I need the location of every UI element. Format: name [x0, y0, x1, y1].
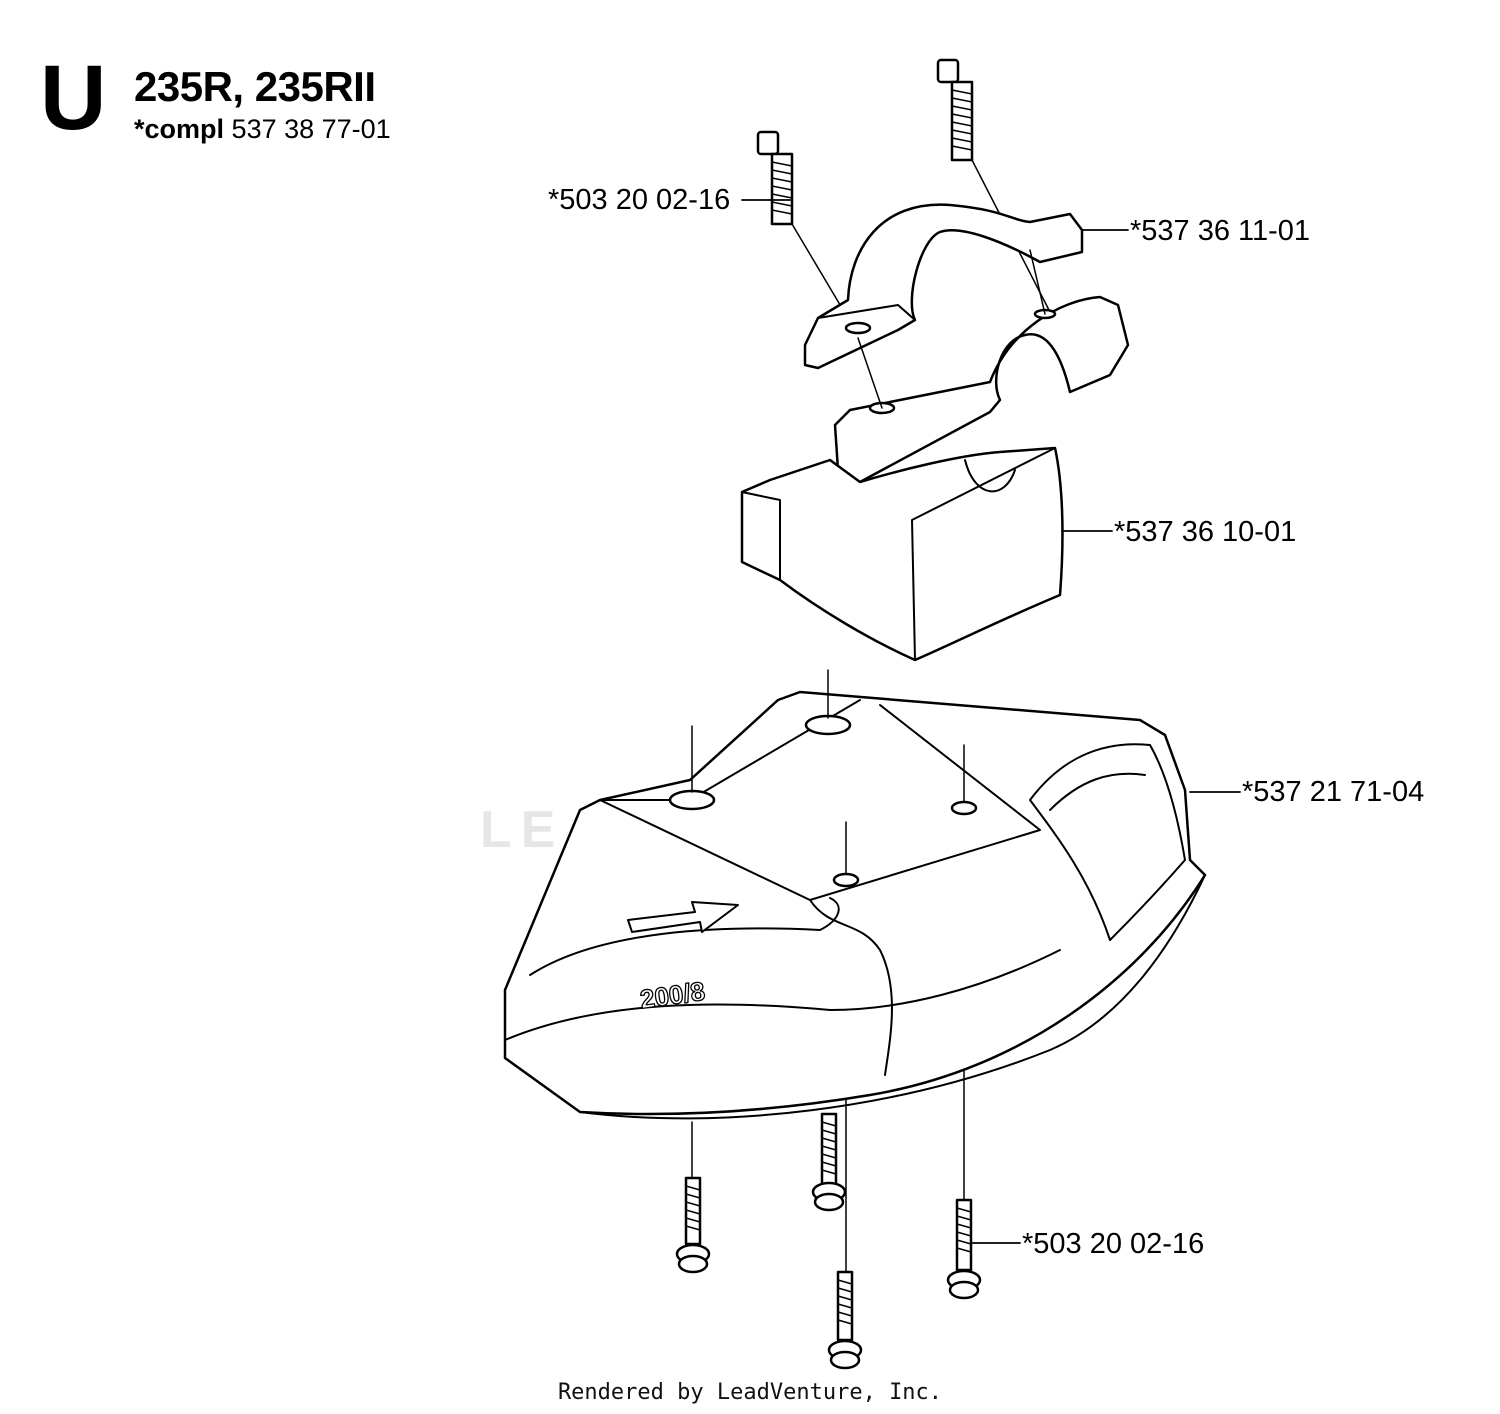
bottom-screw-1	[675, 1121, 711, 1274]
trimmer-guard	[503, 669, 1207, 1120]
clamp-bracket	[740, 249, 1130, 662]
callout-bottom-screw: *503 20 02-16	[1022, 1228, 1205, 1260]
top-screw-left	[756, 130, 856, 331]
upper-clamp	[803, 203, 1084, 370]
model-title: 235R, 235RII	[134, 63, 376, 110]
leader-lines	[741, 199, 1241, 1244]
section-letter: U	[40, 47, 107, 149]
callout-guard: *537 21 71-04	[1242, 776, 1425, 808]
kit-part-number: 537 38 77-01	[231, 114, 391, 144]
footer-credit: Rendered by LeadVenture, Inc.	[557, 1380, 943, 1405]
kit-line: *compl 537 38 77-01	[134, 116, 391, 143]
callout-clamp-bracket: *537 36 10-01	[1114, 516, 1297, 548]
bottom-screw-2	[811, 1112, 847, 1212]
kit-label: *compl	[134, 114, 225, 144]
top-screw-right	[936, 58, 1051, 313]
bottom-screw-4	[946, 1069, 982, 1300]
bottom-screw-3	[827, 1099, 863, 1370]
callout-upper-clamp: *537 36 11-01	[1130, 215, 1311, 247]
callout-top-screw: *503 20 02-16	[548, 184, 731, 216]
